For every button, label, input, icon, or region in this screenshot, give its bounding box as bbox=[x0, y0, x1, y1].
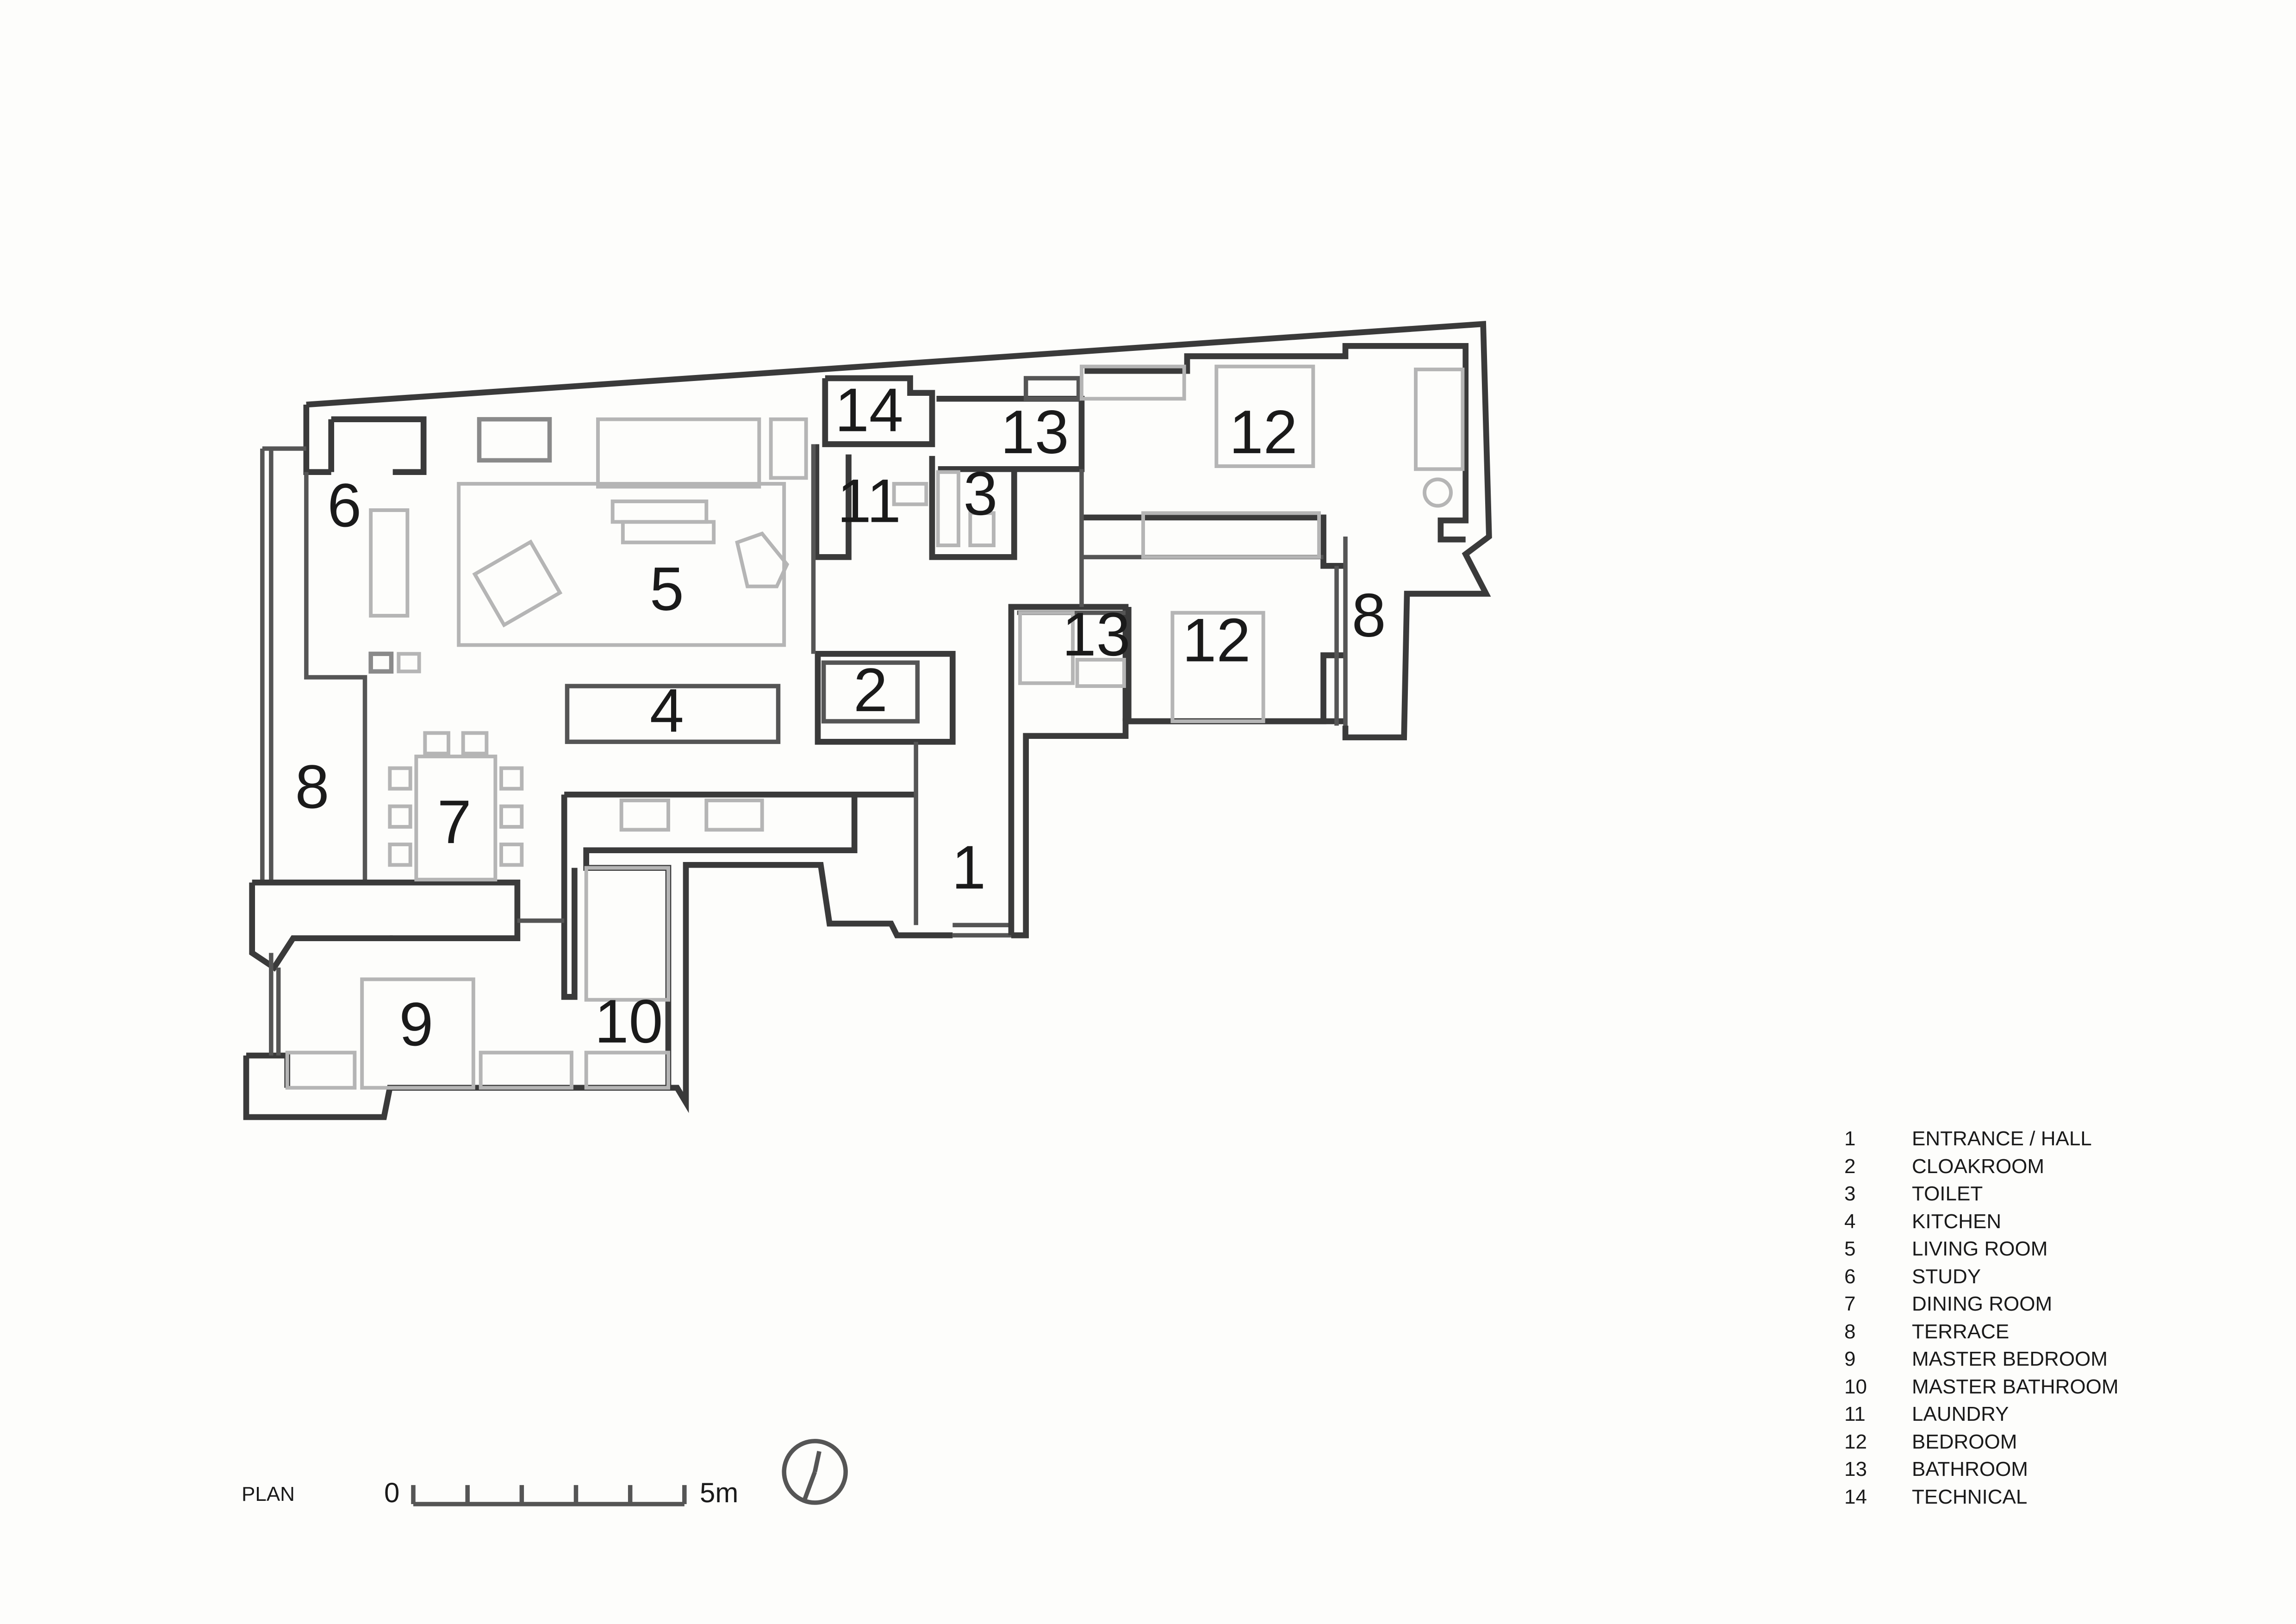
legend-item: 10 MASTER BATHROOM bbox=[1844, 1373, 2119, 1401]
furniture bbox=[285, 364, 1465, 1090]
legend-label: STUDY bbox=[1912, 1265, 1981, 1288]
legend-item: 9 MASTER BEDROOM bbox=[1844, 1345, 2119, 1373]
room-label: 8 bbox=[295, 753, 330, 821]
legend-item: 14 TECHNICAL bbox=[1844, 1483, 2119, 1511]
legend-number: 13 bbox=[1844, 1458, 1867, 1480]
legend-label: BEDROOM bbox=[1912, 1430, 2017, 1453]
legend-number: 9 bbox=[1844, 1348, 1856, 1370]
room-label: 14 bbox=[835, 376, 903, 444]
room-label: 13 bbox=[1001, 398, 1069, 467]
scale-start-label: 0 bbox=[384, 1477, 400, 1508]
legend-label: ENTRANCE / HALL bbox=[1912, 1127, 2092, 1150]
legend-item: 2 CLOAKROOM bbox=[1844, 1153, 2119, 1181]
legend-number: 8 bbox=[1844, 1320, 1856, 1343]
legend-item: 7 DINING ROOM bbox=[1844, 1290, 2119, 1318]
legend-number: 3 bbox=[1844, 1182, 1856, 1205]
legend-number: 11 bbox=[1844, 1403, 1866, 1425]
legend-item: 8 TERRACE bbox=[1844, 1318, 2119, 1346]
legend-label: BATHROOM bbox=[1912, 1458, 2028, 1480]
legend-number: 1 bbox=[1844, 1127, 1856, 1150]
north-arrow-icon bbox=[782, 1439, 848, 1505]
room-label: 5 bbox=[650, 555, 684, 624]
legend-label: LAUNDRY bbox=[1912, 1403, 2009, 1425]
plan-label: PLAN bbox=[242, 1483, 295, 1505]
legend-number: 4 bbox=[1844, 1210, 1856, 1233]
scale-end-label: 5m bbox=[700, 1477, 739, 1508]
legend-number: 10 bbox=[1844, 1375, 1867, 1398]
legend-label: TERRACE bbox=[1912, 1320, 2010, 1343]
legend-label: CLOAKROOM bbox=[1912, 1155, 2045, 1178]
legend-item: 11 LAUNDRY bbox=[1844, 1400, 2119, 1428]
room-label: 12 bbox=[1182, 606, 1251, 675]
room-label: 9 bbox=[399, 990, 433, 1059]
legend-number: 5 bbox=[1844, 1237, 1856, 1260]
room-label: 3 bbox=[964, 460, 998, 528]
legend-item: 5 LIVING ROOM bbox=[1844, 1235, 2119, 1263]
legend-label: MASTER BATHROOM bbox=[1912, 1375, 2119, 1398]
room-label: 1 bbox=[952, 833, 986, 902]
legend-item: 12 BEDROOM bbox=[1844, 1428, 2119, 1456]
legend-item: 13 BATHROOM bbox=[1844, 1455, 2119, 1483]
legend-number: 6 bbox=[1844, 1265, 1856, 1288]
scale-bar bbox=[411, 1485, 687, 1506]
room-label: 11 bbox=[837, 467, 901, 536]
legend-label: DINING ROOM bbox=[1912, 1293, 2053, 1315]
legend-number: 2 bbox=[1844, 1155, 1856, 1178]
room-label: 12 bbox=[1229, 398, 1298, 467]
room-label: 10 bbox=[595, 987, 663, 1056]
room-labels: 1 2 3 4 5 6 7 8 8 9 10 11 12 12 13 13 14 bbox=[295, 376, 1386, 1059]
room-label: 13 bbox=[1062, 600, 1131, 669]
legend-label: KITCHEN bbox=[1912, 1210, 2002, 1233]
walls bbox=[243, 321, 1492, 1120]
legend-label: TECHNICAL bbox=[1912, 1485, 2028, 1508]
legend-number: 12 bbox=[1844, 1430, 1867, 1453]
room-legend: 1 ENTRANCE / HALL 2 CLOAKROOM 3 TOILET 4 KIT… bbox=[1844, 1125, 2119, 1511]
legend-label: MASTER BEDROOM bbox=[1912, 1348, 2108, 1370]
legend-item: 3 TOILET bbox=[1844, 1180, 2119, 1208]
legend-item: 6 STUDY bbox=[1844, 1263, 2119, 1291]
room-label: 7 bbox=[437, 788, 472, 856]
legend-number: 14 bbox=[1844, 1485, 1867, 1508]
legend-item: 4 KITCHEN bbox=[1844, 1208, 2119, 1236]
room-label: 4 bbox=[650, 676, 684, 745]
legend-item: 1 ENTRANCE / HALL bbox=[1844, 1125, 2119, 1153]
legend-number: 7 bbox=[1844, 1293, 1856, 1315]
legend-label: TOILET bbox=[1912, 1182, 1983, 1205]
room-label: 2 bbox=[853, 656, 888, 725]
legend-label: LIVING ROOM bbox=[1912, 1237, 2048, 1260]
room-label: 8 bbox=[1352, 581, 1386, 650]
room-label: 6 bbox=[327, 471, 361, 540]
